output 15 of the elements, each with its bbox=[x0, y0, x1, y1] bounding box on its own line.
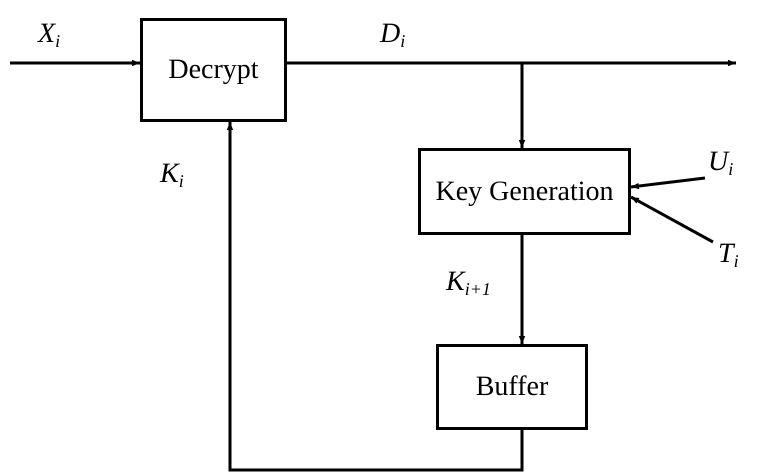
arrow bbox=[226, 122, 524, 472]
arrow bbox=[287, 62, 526, 148]
process-box: Key Generation bbox=[418, 148, 631, 235]
arrow bbox=[630, 196, 714, 244]
edge-label: T$_{i}$ bbox=[718, 240, 739, 268]
edge-label: U$_{i}$ bbox=[708, 148, 734, 176]
process-box: Buffer bbox=[436, 344, 588, 430]
arrow bbox=[518, 235, 526, 344]
edge-label: D$_{i}$ bbox=[380, 20, 406, 48]
arrow bbox=[630, 176, 706, 190]
edge-label: K$_{i+1}$ bbox=[446, 268, 491, 296]
arrow bbox=[10, 60, 140, 66]
process-box: Decrypt bbox=[140, 18, 287, 122]
edge-label: K$_{i}$ bbox=[160, 160, 184, 188]
edge-label: X$_{i}$ bbox=[38, 20, 60, 48]
